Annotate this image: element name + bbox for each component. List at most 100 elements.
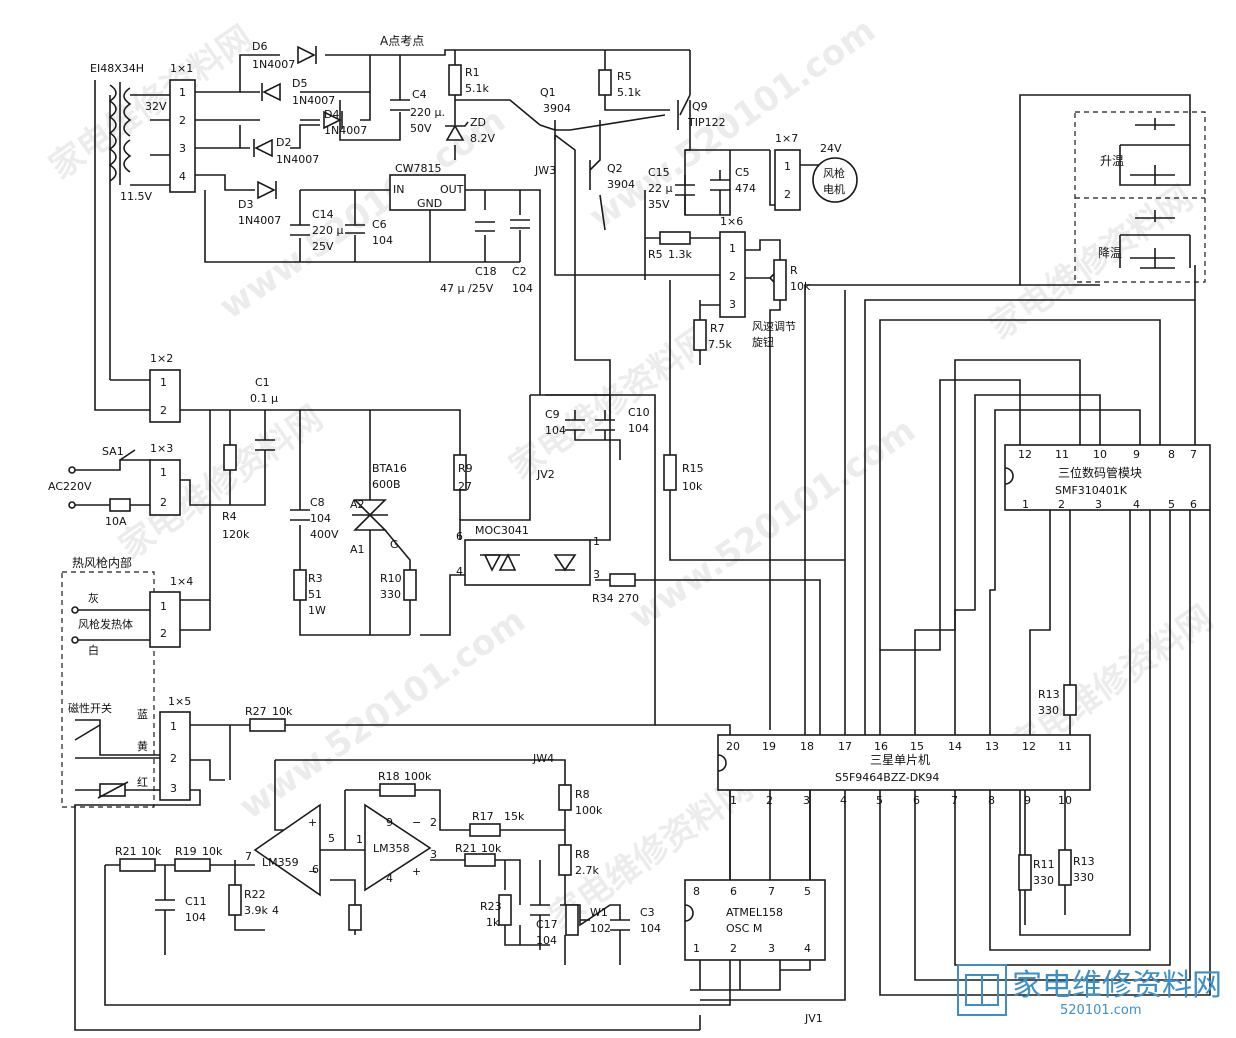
svg-text:风枪发热体: 风枪发热体 xyxy=(78,617,133,631)
svg-text:3: 3 xyxy=(430,848,437,861)
resistor-r8-2k7: R8 2.7k xyxy=(558,844,599,877)
pin-label: 11 xyxy=(1058,740,1072,753)
pin-label: 3 xyxy=(803,794,810,807)
svg-text:5.1k: 5.1k xyxy=(617,86,641,99)
capacitor-c3: C3 104 xyxy=(610,906,661,935)
svg-text:C4: C4 xyxy=(412,88,427,101)
svg-text:A1: A1 xyxy=(350,543,365,556)
resistor-r15: R15 10k xyxy=(663,454,704,493)
svg-text:R11: R11 xyxy=(1033,858,1055,871)
svg-text:R8: R8 xyxy=(575,788,590,801)
opamp-lm358: LM358 1 9 2 3 4 − + xyxy=(356,803,437,892)
svg-text:10k: 10k xyxy=(481,842,502,855)
svg-text:8.2V: 8.2V xyxy=(470,132,495,145)
pin-label: 18 xyxy=(800,740,814,753)
svg-text:C6: C6 xyxy=(372,218,387,231)
svg-text:100k: 100k xyxy=(575,804,603,817)
svg-text:7.5k: 7.5k xyxy=(708,338,732,351)
transformer: EI48X34H 32V 11.5V xyxy=(90,62,167,203)
svg-text:1×3: 1×3 xyxy=(150,442,173,455)
resistor-r21-right: R21 10k xyxy=(455,842,502,867)
svg-text:330: 330 xyxy=(1038,704,1059,717)
svg-text:Q9: Q9 xyxy=(692,100,708,113)
gun-internal-box: 热风枪内部 灰 风枪发热体 白 磁性开关 蓝 黄 红 xyxy=(61,555,155,808)
pin-label: 4 xyxy=(179,170,186,183)
svg-text:R8: R8 xyxy=(575,848,590,861)
connector-1x2: 1×2 1 2 xyxy=(149,352,181,423)
svg-text:1k: 1k xyxy=(486,916,500,929)
svg-text:R: R xyxy=(790,264,798,277)
svg-text:2: 2 xyxy=(430,816,437,829)
watermark-text: 家电维修资料网 xyxy=(982,178,1200,347)
capacitor-c1: C1 0.1 μ xyxy=(250,376,278,451)
pin-label: 2 xyxy=(730,942,737,955)
svg-text:D3: D3 xyxy=(238,198,253,211)
pin-label: 1 xyxy=(179,86,186,99)
svg-text:C1: C1 xyxy=(255,376,270,389)
logo-text: 家电维修资料网 xyxy=(1012,968,1222,1003)
svg-text:+: + xyxy=(308,816,317,829)
svg-text:−: − xyxy=(308,865,317,878)
pin-label: 4 xyxy=(840,794,847,807)
svg-text:4: 4 xyxy=(386,872,393,885)
svg-text:1: 1 xyxy=(729,242,736,255)
resistor-r7: R7 7.5k xyxy=(693,319,732,351)
watermark-text: 家电维修资料网 xyxy=(112,398,330,567)
resistor-r27: R27 10k xyxy=(245,705,293,732)
temp-down-label: 降温 xyxy=(1098,246,1122,260)
fan-motor: 24V 风枪 电机 xyxy=(812,142,858,203)
svg-text:2.7k: 2.7k xyxy=(575,864,599,877)
pin-label: 11 xyxy=(1055,448,1069,461)
pin-label: 2 xyxy=(179,114,186,127)
svg-text:3: 3 xyxy=(170,782,177,795)
svg-text:R9: R9 xyxy=(458,462,473,475)
svg-text:330: 330 xyxy=(380,588,401,601)
svg-text:600B: 600B xyxy=(372,478,401,491)
pin-label: 10 xyxy=(1058,794,1072,807)
svg-text:R10: R10 xyxy=(380,572,402,585)
svg-text:C11: C11 xyxy=(185,895,207,908)
svg-text:R15: R15 xyxy=(682,462,704,475)
pin-label: 8 xyxy=(988,794,995,807)
capacitor-c18: C18 47 μ /25V xyxy=(440,221,497,295)
svg-text:R4: R4 xyxy=(222,510,237,523)
svg-text:104: 104 xyxy=(545,424,566,437)
resistor-r5: R5 5.1k xyxy=(598,69,641,99)
svg-text:R19: R19 xyxy=(175,845,197,858)
svg-text:白: 白 xyxy=(88,643,99,657)
svg-text:104: 104 xyxy=(512,282,533,295)
regulator-cw7815: CW7815 IN OUT GND xyxy=(389,162,466,211)
svg-text:104: 104 xyxy=(310,512,331,525)
jumper-jw4: JW4 xyxy=(532,752,554,765)
pin-label: 6 xyxy=(730,885,737,898)
svg-text:红: 红 xyxy=(137,776,148,789)
pin-label: 1 xyxy=(693,942,700,955)
svg-text:3: 3 xyxy=(593,568,600,581)
knob-label: 风速调节 xyxy=(752,320,796,333)
svg-text:220 μ: 220 μ xyxy=(312,224,344,237)
transistor-q1: Q1 3904 xyxy=(540,86,571,129)
svg-text:黄: 黄 xyxy=(137,739,148,753)
pin-label: 6 xyxy=(913,794,920,807)
logo-url: 520101.com xyxy=(1060,1003,1142,1018)
connector-label: 1×1 xyxy=(170,62,193,75)
svg-text:LM359: LM359 xyxy=(262,856,299,869)
pin-label: 4 xyxy=(804,942,811,955)
pin-label: 6 xyxy=(1190,498,1197,511)
diode-d6: D6 1N4007 xyxy=(252,40,317,71)
osc-sub: OSC M xyxy=(726,922,762,935)
svg-text:2: 2 xyxy=(170,752,177,765)
pin-label: 7 xyxy=(768,885,775,898)
svg-text:2: 2 xyxy=(160,627,167,640)
display-title: 三位数码管模块 xyxy=(1058,465,1142,480)
svg-text:R3: R3 xyxy=(308,572,323,585)
svg-text:C2: C2 xyxy=(512,265,527,278)
svg-text:电机: 电机 xyxy=(823,182,845,196)
svg-text:0.1 μ: 0.1 μ xyxy=(250,392,278,405)
pin-label: 3 xyxy=(179,142,186,155)
osc-name: ATMEL158 xyxy=(726,906,783,919)
